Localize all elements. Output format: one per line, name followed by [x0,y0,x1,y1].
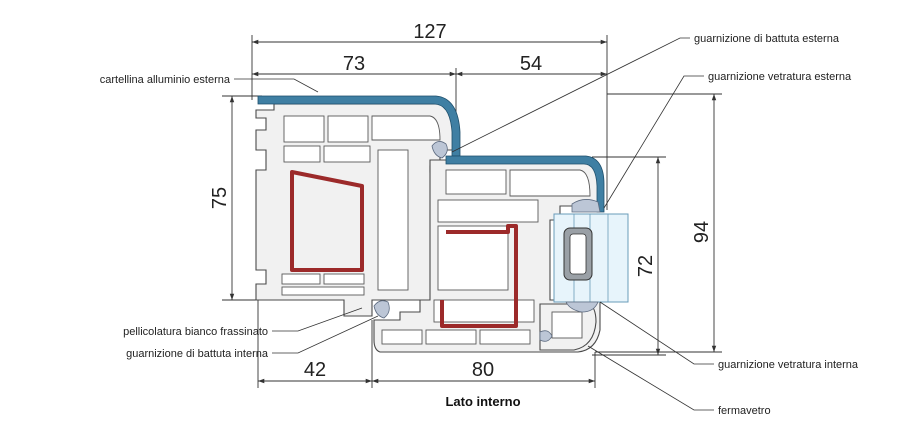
leader-lines [234,37,714,411]
dimension-lines [222,35,722,388]
label-glazing-bead: fermavetro [718,405,771,417]
frame-reinforcement [290,170,364,272]
outer-stop-gasket [431,141,448,159]
dim-top-left: 73 [343,53,365,75]
label-inner-stop-gasket: guarnizione di battuta interna [126,348,269,360]
label-white-ash-film: pellicolatura bianco frassinato [123,326,268,338]
dim-right-height: 94 [691,221,713,243]
inner-stop-gasket [373,300,390,319]
label-outer-stop-gasket: guarnizione di battuta esterna [694,33,840,45]
inner-glazing-gasket [565,301,599,313]
label-aluminium-cover: cartellina alluminio esterna [100,74,231,86]
caption-inner-side: Lato interno [445,394,520,409]
outer-glazing-gasket [571,199,601,213]
sash-reinforcement [440,224,518,328]
dim-top-right: 54 [520,53,542,75]
dim-left-height: 75 [209,187,231,209]
label-outer-glazing-gasket: guarnizione vetratura esterna [708,71,852,83]
dim-overall-width: 127 [413,21,446,43]
profile-section [255,95,629,353]
dim-bottom-left: 42 [304,359,326,381]
dim-bottom-right: 80 [472,359,494,381]
dim-glass-height: 72 [635,255,657,277]
label-inner-glazing-gasket: guarnizione vetratura interna [718,359,859,371]
